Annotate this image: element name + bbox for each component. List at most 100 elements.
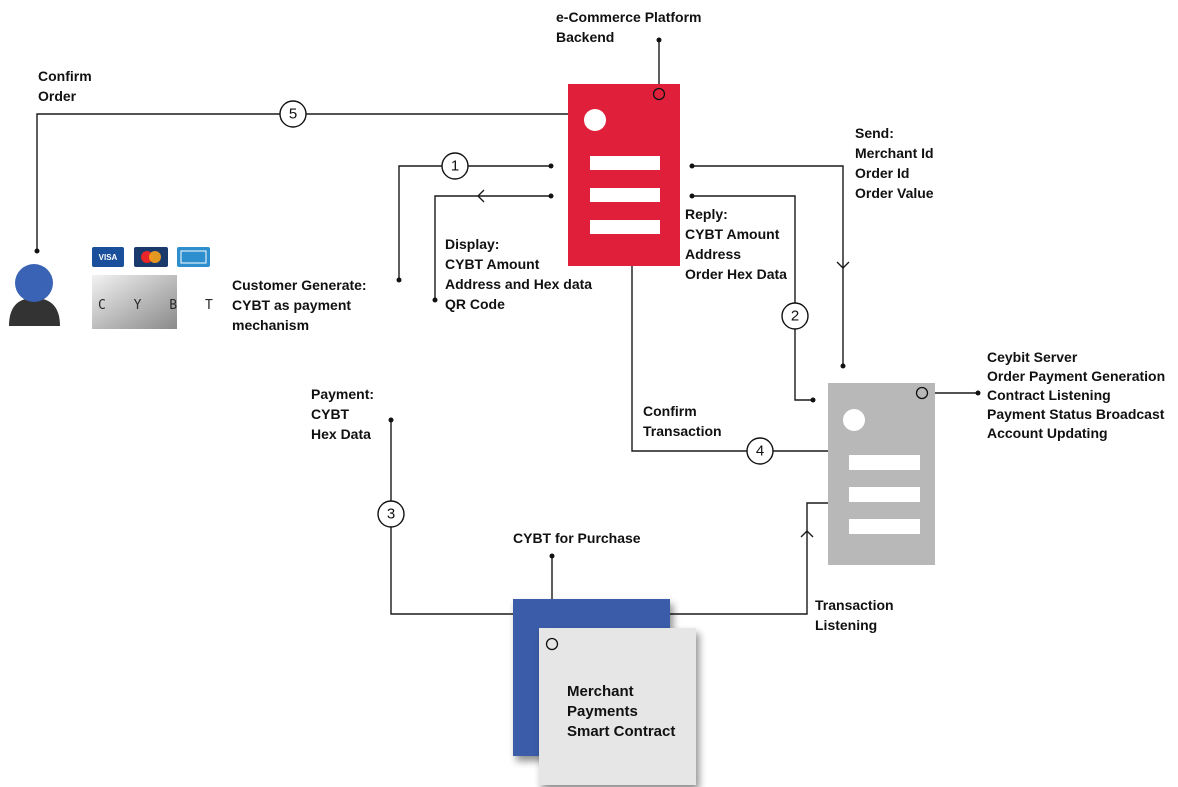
label-line: CYBT for Purchase xyxy=(513,530,641,546)
ceybit-server-slot xyxy=(849,455,920,470)
label-reply: Reply: CYBT Amount Address Order Hex Dat… xyxy=(685,206,787,282)
payment-cards: VISA xyxy=(92,247,210,267)
backend-server xyxy=(568,84,680,266)
smart-contract xyxy=(513,599,696,785)
label-display: Display: CYBT Amount Address and Hex dat… xyxy=(445,236,596,312)
label-customer-generate: Customer Generate: CYBT as payment mecha… xyxy=(232,277,370,333)
dot-send-end xyxy=(840,363,846,369)
label-line: Order Hex Data xyxy=(685,266,787,282)
dot-customer-generate xyxy=(396,277,402,283)
step-3-circle xyxy=(377,500,405,528)
contract-front-document xyxy=(539,628,696,785)
label-line: Transaction xyxy=(643,423,722,439)
dot-payment xyxy=(388,417,394,423)
label-line: Address and Hex data xyxy=(445,276,592,292)
user-avatar xyxy=(9,264,60,326)
label-transaction-listening: Transaction Listening xyxy=(815,597,897,633)
arrow-heads xyxy=(477,189,850,538)
label-line: Confirm xyxy=(643,403,697,419)
connector-display xyxy=(434,195,551,300)
label-line: Display: xyxy=(445,236,499,252)
label-send: Send: Merchant Id Order Id Order Value xyxy=(855,125,937,201)
visa-card-text: VISA xyxy=(99,253,118,262)
ceybit-server-port-icon xyxy=(915,386,929,400)
label-line: Hex Data xyxy=(311,426,371,442)
label-line: Payments xyxy=(567,703,638,720)
label-confirm-order: Confirm Order xyxy=(38,68,96,104)
user-head-icon xyxy=(15,264,53,302)
dot-ceybit-label xyxy=(975,390,981,396)
dot-display-end xyxy=(548,193,554,199)
label-line: e-Commerce Platform xyxy=(556,9,702,25)
label-smart-contract: Merchant Payments Smart Contract xyxy=(567,683,675,740)
label-line: CYBT as payment xyxy=(232,297,351,313)
connector-send xyxy=(692,165,844,366)
cybt-card: C Y B T xyxy=(92,275,223,329)
backend-server-body xyxy=(568,84,680,266)
connector-transaction-listening xyxy=(670,502,828,615)
dot-backend-label xyxy=(656,37,662,43)
dot-confirm-order xyxy=(34,248,40,254)
ceybit-server-body xyxy=(828,383,935,565)
label-line: Order Value xyxy=(855,185,934,201)
step-5-number: 5 xyxy=(289,106,297,123)
arrow-listening-icon xyxy=(800,530,814,538)
label-line: Confirm xyxy=(38,68,92,84)
connector-confirm-order xyxy=(36,113,571,251)
backend-server-light xyxy=(584,109,606,131)
label-cybt-for-purchase: CYBT for Purchase xyxy=(513,530,641,546)
backend-server-slot xyxy=(590,220,660,234)
label-line: Smart Contract xyxy=(567,723,675,740)
backend-server-slot xyxy=(590,188,660,202)
step-2-circle xyxy=(781,302,809,330)
step-2-number: 2 xyxy=(791,308,799,325)
label-ceybit-server: Ceybit Server Order Payment Generation C… xyxy=(987,349,1169,441)
dot-reply-start xyxy=(689,193,695,199)
visa-card-icon xyxy=(92,247,124,267)
label-line: CYBT Amount xyxy=(685,226,780,242)
step-4-circle xyxy=(746,437,774,465)
step-1-circle xyxy=(441,152,469,180)
amex-card-icon xyxy=(177,247,210,267)
connector-payment xyxy=(390,420,513,615)
dot-step1-end xyxy=(548,163,554,169)
ceybit-server xyxy=(828,383,935,565)
label-line: Order Id xyxy=(855,165,909,181)
connector-customer-generate xyxy=(398,165,551,280)
contract-port-icon xyxy=(545,637,559,651)
cybt-card-logo: C Y B T xyxy=(98,298,223,313)
arrow-send-icon xyxy=(836,261,850,269)
user-body-icon xyxy=(9,298,60,326)
step-markers: 5 1 2 4 3 xyxy=(279,100,809,528)
step-1-number: 1 xyxy=(451,158,459,175)
mastercard-orange-icon xyxy=(149,251,161,263)
label-payment: Payment: CYBT Hex Data xyxy=(311,386,378,442)
backend-server-slot xyxy=(590,156,660,170)
label-line: Send: xyxy=(855,125,894,141)
step-4-number: 4 xyxy=(756,443,764,460)
label-line: Listening xyxy=(815,617,877,633)
ceybit-server-slot xyxy=(849,487,920,502)
label-line: Reply: xyxy=(685,206,728,222)
cybt-card-icon xyxy=(92,275,177,329)
label-line: Merchant Id xyxy=(855,145,934,161)
ceybit-server-slot xyxy=(849,519,920,534)
dot-send-start xyxy=(689,163,695,169)
connector-reply xyxy=(692,195,813,401)
step-5-circle xyxy=(279,100,307,128)
label-line: Order xyxy=(38,88,77,104)
label-line: Account Updating xyxy=(987,425,1108,441)
label-line: QR Code xyxy=(445,296,505,312)
label-line: Contract Listening xyxy=(987,387,1111,403)
step-3-number: 3 xyxy=(387,506,395,523)
label-line: Transaction xyxy=(815,597,894,613)
label-line: Merchant xyxy=(567,683,634,700)
label-line: CYBT Amount xyxy=(445,256,540,272)
connector-lines xyxy=(36,40,978,643)
label-confirm-transaction: Confirm Transaction xyxy=(643,403,722,439)
label-line: Backend xyxy=(556,29,614,45)
label-line: Payment: xyxy=(311,386,374,402)
backend-server-port-icon xyxy=(652,87,666,101)
